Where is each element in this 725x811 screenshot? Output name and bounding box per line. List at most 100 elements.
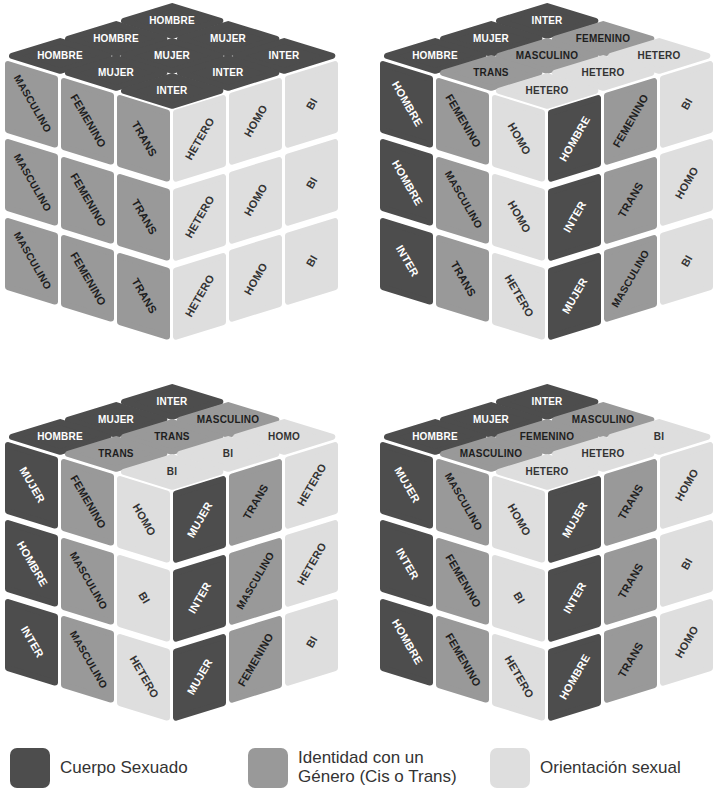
sticker-fill [176, 177, 223, 258]
cube-sticker: HOMBRE [383, 142, 430, 223]
sticker-label: HOMO [268, 432, 300, 442]
sticker-fill [232, 462, 279, 543]
sticker-label: MUJER [98, 415, 134, 425]
sticker-label: MUJER [98, 68, 134, 78]
cube-sticker: TRANS [607, 541, 654, 622]
cube-sticker: INTER [551, 558, 598, 639]
cube-sticker: BI [120, 558, 167, 639]
cube-sticker: BI [288, 142, 335, 223]
cube-sticker: FEMENINO [439, 81, 486, 162]
sticker-fill [64, 160, 111, 241]
sticker-fill [383, 221, 430, 302]
cube-sticker: MASCULINO [607, 238, 654, 319]
sticker-fill [607, 238, 654, 319]
sticker-fill [232, 160, 279, 241]
cube-sticker: BI [663, 64, 710, 145]
cube-sticker: INTER [551, 177, 598, 258]
sticker-fill [607, 462, 654, 543]
sticker-fill [8, 142, 55, 223]
sticker-fill [288, 523, 335, 604]
sticker-fill [663, 445, 710, 526]
cube-sticker: FEMENINO [232, 619, 279, 700]
cube-sticker: TRANS [607, 160, 654, 241]
sticker-label: BI [167, 467, 177, 477]
sticker-fill [232, 619, 279, 700]
cube-sticker: INTER [8, 602, 55, 683]
legend-text: Cuerpo Sexuado [60, 759, 188, 778]
sticker-fill [120, 479, 167, 560]
sticker-fill [439, 462, 486, 543]
cube-sticker: MASCULINO [64, 619, 111, 700]
cube-sticker: FEMENINO [439, 619, 486, 700]
sticker-label: MASCULINO [572, 415, 634, 425]
sticker-fill [383, 523, 430, 604]
sticker-label: INTER [156, 86, 187, 96]
cube-sticker: FEMENINO [64, 238, 111, 319]
sticker-fill [288, 142, 335, 223]
cube-sticker: HETERO [288, 445, 335, 526]
cube-sticker: BI [288, 602, 335, 683]
cube-sticker: HOMO [663, 445, 710, 526]
cube-sticker: HETERO [176, 98, 223, 179]
cube-sticker: BI [663, 221, 710, 302]
cube-sticker: HETERO [120, 637, 167, 718]
cube-sticker: TRANS [120, 256, 167, 337]
sticker-label: MUJER [210, 34, 246, 44]
sticker-fill [8, 64, 55, 145]
cube-sticker: FEMENINO [607, 81, 654, 162]
sticker-fill [551, 256, 598, 337]
cube-sticker: HOMO [495, 479, 542, 560]
sticker-fill [288, 64, 335, 145]
sticker-label: MUJER [154, 51, 190, 61]
sticker-fill [176, 637, 223, 718]
sticker-label: BI [654, 432, 664, 442]
sticker-label: HOMBRE [412, 432, 458, 442]
sticker-fill [176, 479, 223, 560]
sticker-fill [495, 256, 542, 337]
cube-sticker: HOMBRE [383, 64, 430, 145]
cube-sticker: TRANS [120, 98, 167, 179]
sticker-fill [495, 479, 542, 560]
legend-entry: Cuerpo Sexuado [60, 738, 240, 798]
sticker-fill [551, 558, 598, 639]
sticker-label: FEMENINO [520, 432, 574, 442]
cube-sticker: HOMO [663, 142, 710, 223]
sticker-label: HETERO [582, 68, 625, 78]
sticker-fill [551, 479, 598, 560]
cube-sticker: HOMO [232, 81, 279, 162]
cube-sticker: HOMO [232, 238, 279, 319]
sticker-fill [663, 64, 710, 145]
sticker-fill [607, 541, 654, 622]
sticker-fill [232, 541, 279, 622]
sticker-fill [64, 462, 111, 543]
cube-sticker: MUJER [551, 256, 598, 337]
sticker-fill [663, 142, 710, 223]
cube-sticker: MASCULINO [439, 160, 486, 241]
cube-sticker: MASCULINO [64, 541, 111, 622]
sticker-label: FEMENINO [576, 34, 630, 44]
sticker-label: HETERO [526, 467, 569, 477]
legend-swatch [10, 748, 50, 788]
sticker-fill [607, 619, 654, 700]
cube-sticker: MASCULINO [232, 541, 279, 622]
cube-sticker: HOMBRE [551, 98, 598, 179]
cube-sticker: INTER [383, 221, 430, 302]
cube-sticker: BI [663, 523, 710, 604]
cube-sticker: INTER [176, 558, 223, 639]
cube-sticker: MUJER [551, 479, 598, 560]
sticker-label: HOMBRE [93, 34, 139, 44]
legend-entry: Orientación sexual [540, 738, 720, 798]
sticker-fill [439, 81, 486, 162]
sticker-label: MASCULINO [516, 51, 578, 61]
cube-sticker: MUJER [383, 445, 430, 526]
cube-sticker: TRANS [439, 238, 486, 319]
sticker-fill [663, 523, 710, 604]
sticker-fill [8, 602, 55, 683]
cube-sticker: HOMBRE [8, 523, 55, 604]
sticker-label: HOMBRE [149, 16, 195, 26]
sticker-fill [663, 221, 710, 302]
sticker-fill [495, 637, 542, 718]
legend-text: Identidad con un Género (Cis o Trans) [298, 749, 478, 786]
sticker-fill [383, 142, 430, 223]
